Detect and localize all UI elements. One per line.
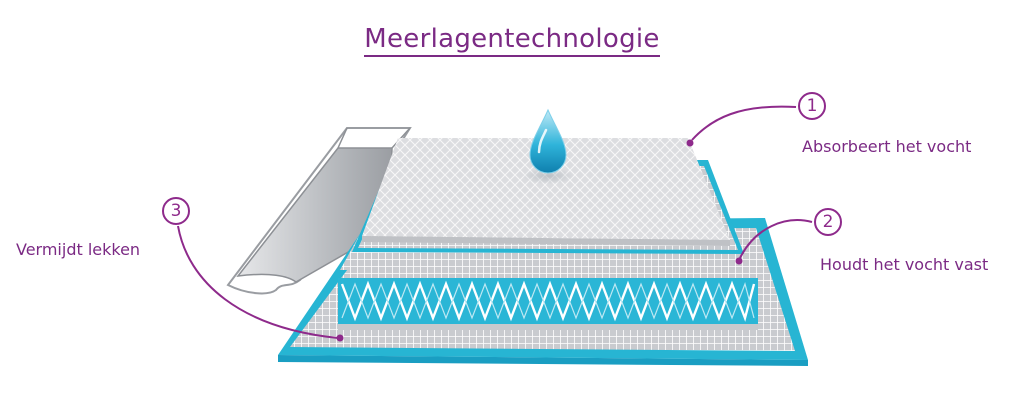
leader-dot-1 xyxy=(686,139,694,147)
top-layer xyxy=(362,138,730,240)
leader-line-2 xyxy=(739,219,813,259)
leader-dot-3 xyxy=(336,334,344,342)
diagram-title: Meerlagentechnologie xyxy=(0,24,1024,57)
leader-line-3 xyxy=(177,225,339,339)
water-drop-icon xyxy=(529,108,567,174)
callout-label-prevents-leaks: Vermijdt lekken xyxy=(16,240,141,259)
callout-badge-3: 3 xyxy=(162,197,190,225)
callout-label-absorbs: Absorbeert het vocht xyxy=(802,137,972,156)
diagram-title-text: Meerlagentechnologie xyxy=(364,24,660,57)
top-layer-edge xyxy=(362,236,730,246)
callout-badge-1: 1 xyxy=(798,92,826,120)
core-zigzag xyxy=(340,280,756,322)
base-layer-edge xyxy=(278,355,808,366)
drop-shadow xyxy=(522,168,574,184)
callout-label-retains: Houdt het vocht vast xyxy=(820,255,989,274)
callout-badge-2: 2 xyxy=(814,208,842,236)
leader-line-1 xyxy=(691,105,797,141)
leader-dot-2 xyxy=(735,257,743,265)
